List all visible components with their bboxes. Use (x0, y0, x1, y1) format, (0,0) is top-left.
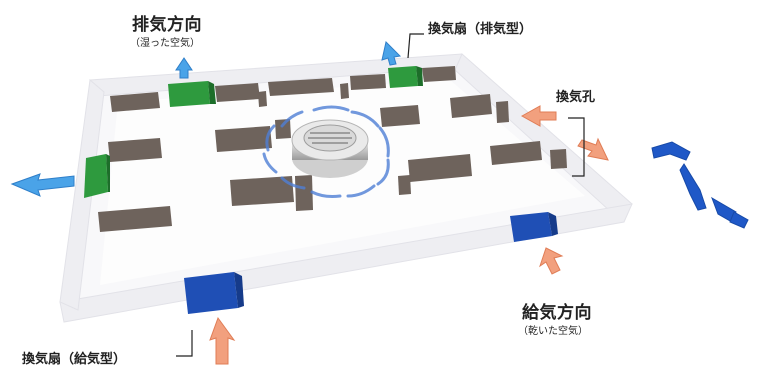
exhaust-fan-label: 換気扇（排気型） (428, 22, 533, 37)
supply-direction-label: 給気方向 (522, 303, 592, 323)
partition-walls (98, 66, 567, 232)
exhaust-arrows (10, 41, 402, 197)
exhaust-fan-top-right (388, 66, 423, 88)
supply-direction-note: （乾いた空気） (518, 326, 588, 337)
supply-arrows (209, 105, 609, 365)
exhaust-direction-label: 排気方向 (132, 15, 202, 35)
exhaust-fan-left (84, 154, 110, 198)
supply-fan-right (510, 212, 558, 242)
leader-lines (176, 33, 585, 357)
incoming-air-stream (651, 141, 749, 229)
supply-fan-left (184, 272, 244, 314)
center-circulation-fan (291, 119, 369, 178)
supply-fan-label: 換気扇（給気型） (22, 352, 127, 367)
exhaust-direction-note: （湿った空気） (130, 38, 200, 49)
exhaust-fan-top-left (168, 81, 216, 107)
vent-hole-label: 換気孔 (556, 90, 596, 105)
airflow-swirl (262, 105, 390, 198)
